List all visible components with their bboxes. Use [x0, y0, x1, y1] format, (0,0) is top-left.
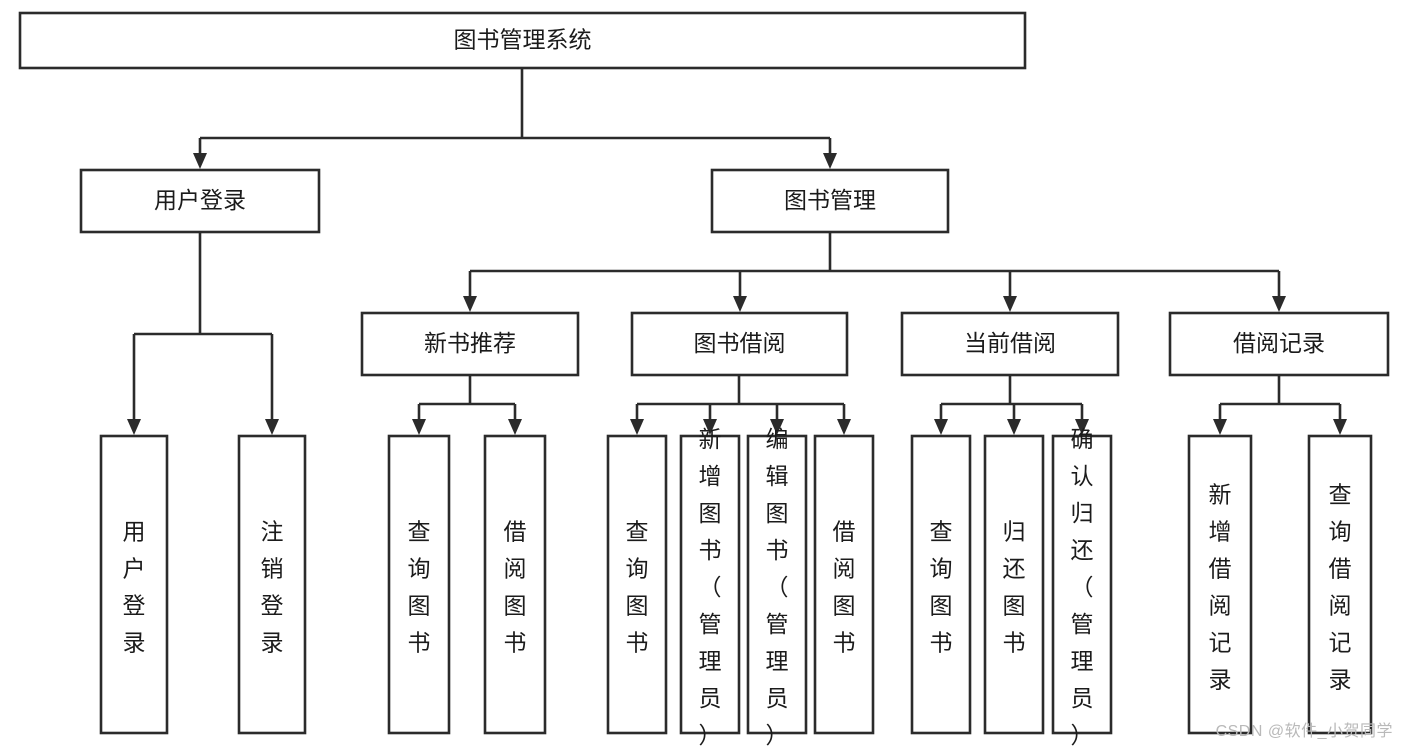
node-box — [983, 434, 1045, 735]
node-label: 新书推荐 — [424, 330, 516, 356]
node-box — [18, 11, 1027, 70]
node-label: 借阅记录 — [1233, 330, 1325, 356]
node-label: 用户登录 — [154, 187, 246, 213]
node-label: 确认归还（管理员） — [1071, 426, 1094, 747]
arrow-head-icon — [733, 296, 747, 312]
node-leaf-add-book[interactable]: 新增图书（管理员） — [679, 426, 741, 747]
node-box — [1307, 434, 1373, 735]
arrow-head-icon — [703, 419, 717, 435]
node-label: 查询图书 — [408, 518, 431, 655]
node-box — [99, 434, 169, 735]
node-leaf-return-book[interactable]: 归还图书 — [983, 434, 1045, 735]
arrow-head-icon — [193, 153, 207, 169]
arrow-head-icon — [934, 419, 948, 435]
node-l2-user-login[interactable]: 用户登录 — [79, 168, 321, 234]
node-label: 图书管理系统 — [454, 27, 592, 53]
node-box — [630, 311, 849, 377]
node-layer: 图书管理系统用户登录图书管理新书推荐图书借阅当前借阅借阅记录用户登录注销登录查询… — [18, 11, 1390, 747]
node-l3-book-borrow[interactable]: 图书借阅 — [630, 311, 849, 377]
node-label: 查询借阅记录 — [1329, 481, 1352, 692]
node-label: 查询图书 — [930, 518, 953, 655]
node-leaf-edit-book[interactable]: 编辑图书（管理员） — [746, 426, 808, 747]
node-l2-book-manage[interactable]: 图书管理 — [710, 168, 950, 234]
node-box — [606, 434, 668, 735]
arrow-head-icon — [770, 419, 784, 435]
node-label: 注销登录 — [261, 518, 284, 655]
node-label: 编辑图书（管理员） — [766, 426, 789, 747]
node-label: 用户登录 — [123, 518, 146, 655]
node-label: 归还图书 — [1003, 518, 1026, 655]
node-box — [1051, 434, 1113, 735]
node-label: 查询图书 — [626, 518, 649, 655]
arrow-head-icon — [1075, 419, 1089, 435]
node-box — [1187, 434, 1253, 735]
node-box — [710, 168, 950, 234]
node-l3-new-book-rec[interactable]: 新书推荐 — [360, 311, 580, 377]
node-leaf-borrow-book-1[interactable]: 借阅图书 — [483, 434, 547, 735]
arrow-head-icon — [837, 419, 851, 435]
arrow-head-icon — [1333, 419, 1347, 435]
arrow-head-icon — [1003, 296, 1017, 312]
node-box — [679, 434, 741, 735]
node-box — [1168, 311, 1390, 377]
node-root[interactable]: 图书管理系统 — [18, 11, 1027, 70]
arrow-head-icon — [508, 419, 522, 435]
node-label: 图书借阅 — [694, 330, 786, 356]
node-leaf-add-record[interactable]: 新增借阅记录 — [1187, 434, 1253, 735]
node-l3-borrow-record[interactable]: 借阅记录 — [1168, 311, 1390, 377]
node-box — [900, 311, 1120, 377]
arrow-head-icon — [1272, 296, 1286, 312]
node-box — [910, 434, 972, 735]
node-leaf-query-book-1[interactable]: 查询图书 — [387, 434, 451, 735]
node-leaf-user-logout[interactable]: 注销登录 — [237, 434, 307, 735]
node-leaf-confirm-return[interactable]: 确认归还（管理员） — [1051, 426, 1113, 747]
arrow-head-icon — [1213, 419, 1227, 435]
node-label: 图书管理 — [784, 187, 876, 213]
node-label: 借阅图书 — [833, 518, 856, 655]
node-leaf-user-login[interactable]: 用户登录 — [99, 434, 169, 735]
node-label: 新增借阅记录 — [1209, 481, 1232, 692]
node-box — [746, 434, 808, 735]
arrow-head-icon — [412, 419, 426, 435]
node-box — [387, 434, 451, 735]
node-box — [483, 434, 547, 735]
node-leaf-query-book-3[interactable]: 查询图书 — [910, 434, 972, 735]
node-leaf-borrow-book-2[interactable]: 借阅图书 — [813, 434, 875, 735]
connector-layer — [127, 68, 1347, 435]
arrow-head-icon — [1007, 419, 1021, 435]
node-leaf-query-record[interactable]: 查询借阅记录 — [1307, 434, 1373, 735]
node-label: 借阅图书 — [504, 518, 527, 655]
arrow-head-icon — [127, 419, 141, 435]
node-leaf-query-book-2[interactable]: 查询图书 — [606, 434, 668, 735]
node-label: 当前借阅 — [964, 330, 1056, 356]
arrow-head-icon — [265, 419, 279, 435]
node-box — [813, 434, 875, 735]
arrow-head-icon — [823, 153, 837, 169]
node-box — [360, 311, 580, 377]
node-box — [79, 168, 321, 234]
node-l3-current-borrow[interactable]: 当前借阅 — [900, 311, 1120, 377]
node-box — [237, 434, 307, 735]
arrow-head-icon — [463, 296, 477, 312]
node-label: 新增图书（管理员） — [699, 426, 722, 747]
arrow-head-icon — [630, 419, 644, 435]
